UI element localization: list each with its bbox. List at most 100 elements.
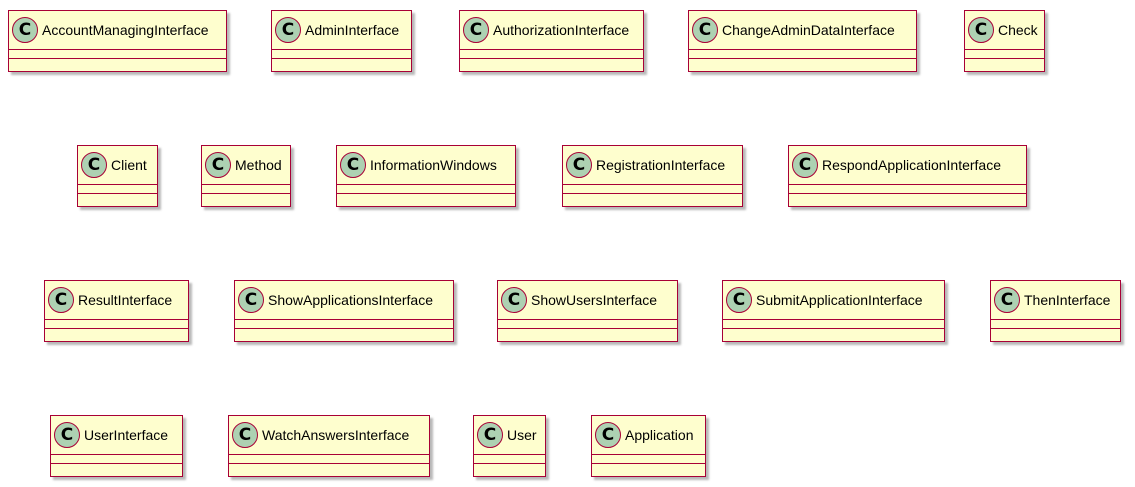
class-methods-section bbox=[563, 193, 742, 202]
class-attributes-section bbox=[991, 319, 1120, 328]
class-attributes-section bbox=[78, 184, 157, 193]
class-methods-section bbox=[235, 328, 453, 337]
class-name: Application bbox=[625, 427, 694, 443]
class-name: UserInterface bbox=[84, 427, 169, 443]
class-stereotype-icon: C bbox=[232, 422, 258, 448]
class-methods-section bbox=[498, 328, 677, 337]
class-attributes-section bbox=[229, 454, 429, 463]
class-stereotype-icon: C bbox=[340, 152, 366, 178]
class-attributes-section bbox=[689, 49, 916, 58]
class-name: AdminInterface bbox=[305, 22, 400, 38]
class-attributes-section bbox=[235, 319, 453, 328]
class-stereotype-icon: C bbox=[792, 152, 818, 178]
class-methods-section bbox=[460, 58, 643, 67]
class-name: SubmitApplicationInterface bbox=[756, 292, 923, 308]
class-attributes-section bbox=[272, 49, 411, 58]
class-name: ChangeAdminDataInterface bbox=[722, 22, 895, 38]
class-attributes-section bbox=[498, 319, 677, 328]
class-methods-section bbox=[272, 58, 411, 67]
class-attributes-section bbox=[51, 454, 182, 463]
class-name: ShowUsersInterface bbox=[531, 292, 658, 308]
class-stereotype-icon: C bbox=[566, 152, 592, 178]
class-methods-section bbox=[965, 58, 1044, 67]
class-stereotype-icon: C bbox=[81, 152, 107, 178]
class-methods-section bbox=[689, 58, 916, 67]
class-attributes-section bbox=[592, 454, 705, 463]
class-stereotype-icon: C bbox=[48, 287, 74, 313]
class-name: Client bbox=[111, 157, 147, 173]
class-stereotype-icon: C bbox=[12, 17, 38, 43]
class-methods-section bbox=[789, 193, 1026, 202]
class-methods-section bbox=[229, 463, 429, 472]
class-methods-section bbox=[78, 193, 157, 202]
class-methods-section bbox=[592, 463, 705, 472]
class-name: AccountManagingInterface bbox=[42, 22, 209, 38]
class-attributes-section bbox=[789, 184, 1026, 193]
class-attributes-section bbox=[460, 49, 643, 58]
class-name: User bbox=[507, 427, 537, 443]
class-attributes-section bbox=[9, 49, 226, 58]
class-name: ThenInterface bbox=[1024, 292, 1111, 308]
class-name: RespondApplicationInterface bbox=[822, 157, 1002, 173]
class-attributes-section bbox=[563, 184, 742, 193]
class-stereotype-icon: C bbox=[726, 287, 752, 313]
class-methods-section bbox=[45, 328, 188, 337]
class-methods-section bbox=[474, 463, 545, 472]
class-stereotype-icon: C bbox=[692, 17, 718, 43]
class-name: InformationWindows bbox=[370, 157, 497, 173]
class-attributes-section bbox=[723, 319, 944, 328]
class-name: RegistrationInterface bbox=[596, 157, 726, 173]
class-stereotype-icon: C bbox=[238, 287, 264, 313]
class-name: ResultInterface bbox=[78, 292, 173, 308]
class-stereotype-icon: C bbox=[477, 422, 503, 448]
class-stereotype-icon: C bbox=[205, 152, 231, 178]
class-attributes-section bbox=[337, 184, 515, 193]
class-name: Check bbox=[998, 22, 1038, 38]
class-name: ShowApplicationsInterface bbox=[268, 292, 433, 308]
class-attributes-section bbox=[202, 184, 290, 193]
class-methods-section bbox=[723, 328, 944, 337]
class-attributes-section bbox=[965, 49, 1044, 58]
class-stereotype-icon: C bbox=[595, 422, 621, 448]
class-methods-section bbox=[337, 193, 515, 202]
class-methods-section bbox=[51, 463, 182, 472]
class-stereotype-icon: C bbox=[968, 17, 994, 43]
class-attributes-section bbox=[474, 454, 545, 463]
class-methods-section bbox=[202, 193, 290, 202]
